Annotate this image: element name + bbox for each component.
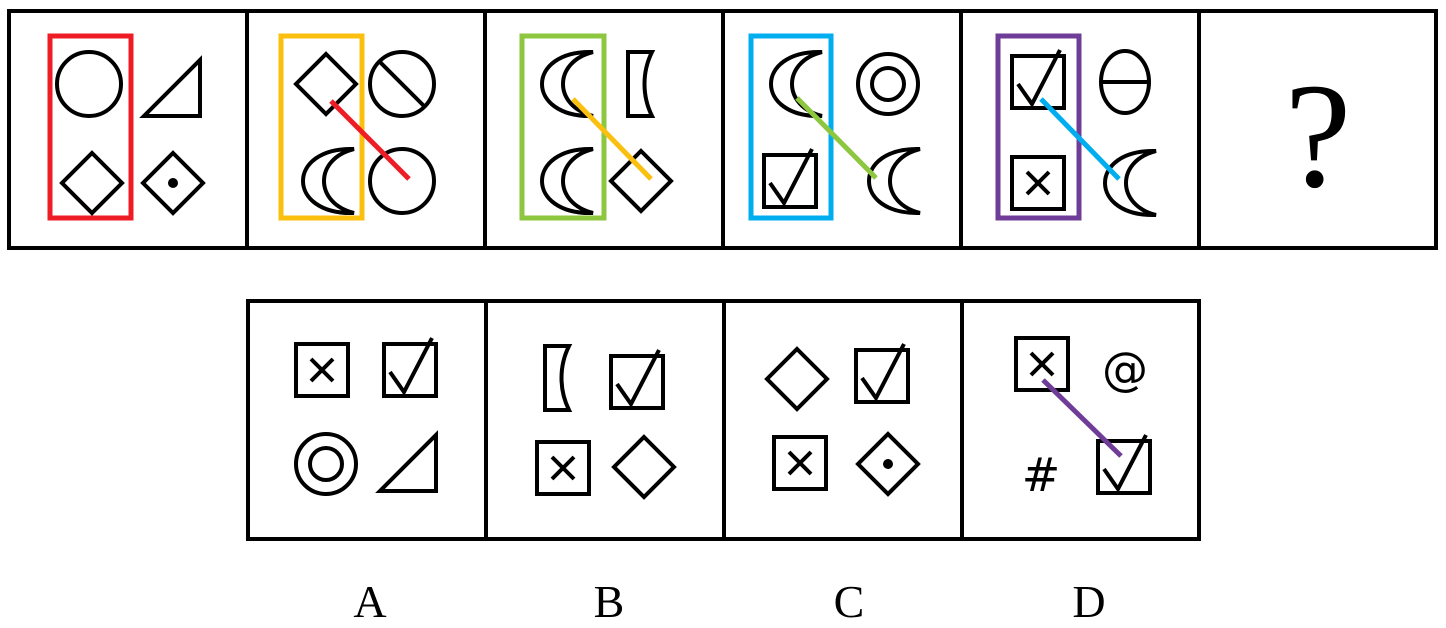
crescent-shape <box>540 146 595 216</box>
crossed-box-shape <box>772 435 828 491</box>
option-d-panel[interactable]: @ # <box>1014 336 1152 502</box>
dotted-diamond-shape <box>856 432 920 496</box>
highlight-box <box>748 33 834 221</box>
circle-shape <box>55 50 123 118</box>
highlight-box <box>278 33 365 221</box>
checked-box-shape <box>609 348 665 410</box>
checked-box-shape <box>382 336 438 398</box>
barred-oval-shape <box>1099 49 1151 115</box>
circle-shape <box>368 147 436 215</box>
dotted-diamond-shape <box>141 151 205 215</box>
question-panel-4 <box>748 33 922 221</box>
bracket-shape <box>543 344 571 412</box>
crescent-shape <box>867 146 922 216</box>
question-panel-3 <box>519 33 673 221</box>
connector-line <box>1041 378 1123 458</box>
question-mark: ? <box>1285 53 1352 219</box>
option-a-panel[interactable] <box>294 336 438 496</box>
checked-box-shape <box>762 147 818 209</box>
crescent-shape <box>1103 148 1158 218</box>
highlight-box <box>47 33 134 221</box>
right-triangle-shape <box>142 58 202 118</box>
at-sign-symbol: @ <box>1102 342 1148 396</box>
highlight-box <box>519 33 607 221</box>
concentric-circle-shape <box>856 52 920 116</box>
option-a-label[interactable]: A <box>353 576 386 627</box>
diamond-shape <box>612 435 676 499</box>
option-d-label[interactable]: D <box>1072 576 1105 627</box>
option-b-panel[interactable] <box>535 344 676 499</box>
connector-line <box>329 99 411 181</box>
connector-line <box>571 97 653 181</box>
diamond-shape <box>294 52 358 116</box>
option-c-panel[interactable] <box>765 342 920 496</box>
diamond-shape <box>60 151 124 215</box>
bracket-shape <box>626 50 654 118</box>
crescent-shape <box>540 49 595 119</box>
checked-box-shape <box>854 342 910 404</box>
concentric-circle-shape <box>294 432 358 496</box>
question-panel-5 <box>995 33 1158 221</box>
options-row: @ # A B C D <box>246 299 1201 627</box>
question-panel-1 <box>47 33 205 221</box>
crossed-box-shape <box>1010 155 1066 211</box>
hash-symbol: # <box>1022 448 1061 502</box>
highlight-box <box>995 33 1082 221</box>
option-b-label[interactable]: B <box>594 576 625 627</box>
right-triangle-shape <box>378 433 438 493</box>
connector-line <box>795 96 878 180</box>
crescent-shape <box>769 49 824 119</box>
checked-box-shape <box>1010 48 1066 110</box>
crossed-box-shape <box>294 342 350 398</box>
option-c-label[interactable]: C <box>834 576 865 627</box>
question-panel-6: ? <box>1285 53 1352 219</box>
question-panel-2 <box>278 33 436 221</box>
slashed-circle-shape <box>368 50 436 118</box>
diamond-shape <box>765 347 829 411</box>
diamond-shape <box>609 149 673 213</box>
crescent-shape <box>301 146 356 216</box>
crossed-box-shape <box>535 440 591 496</box>
connector-line <box>1039 97 1121 181</box>
question-row: ? <box>7 9 1438 250</box>
